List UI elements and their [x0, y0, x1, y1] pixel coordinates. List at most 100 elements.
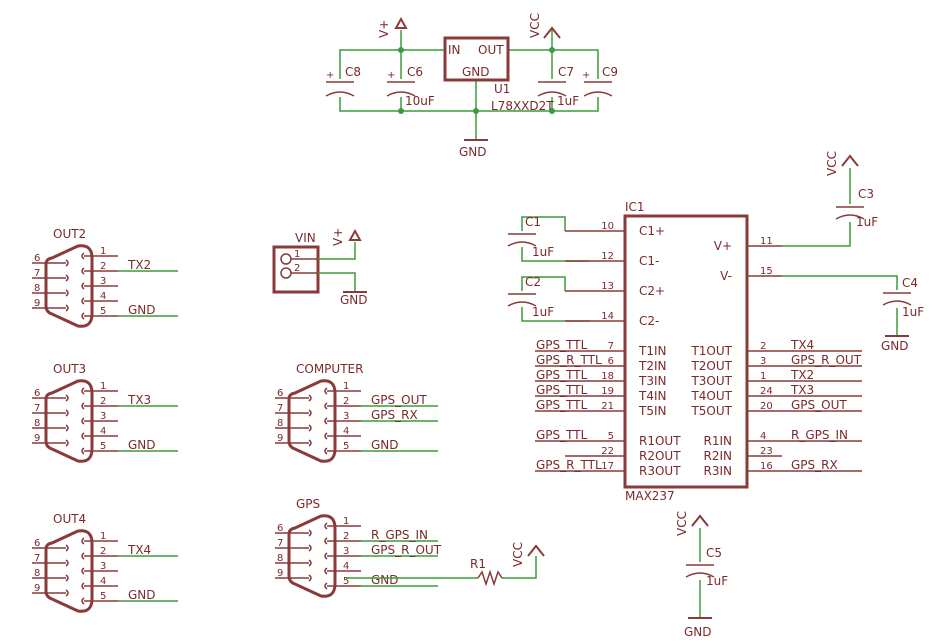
pin-number: 8 — [277, 418, 283, 429]
svg-text:1: 1 — [294, 249, 300, 260]
ic-pin-name: T5IN — [638, 404, 666, 418]
ic-pin-left: T5IN 21 GPS_TTL — [535, 398, 666, 418]
connector-label: OUT2 — [53, 227, 86, 241]
pin-number: 4 — [100, 291, 106, 302]
ic-pin-name: V+ — [714, 239, 732, 253]
ic-pin-name: V- — [720, 269, 732, 283]
svg-text:C6: C6 — [407, 65, 423, 79]
ic-pin-name: T2OUT — [690, 359, 732, 373]
cap-c5: VCC C5 1uF GND — [675, 511, 728, 639]
pin-number: 6 — [34, 388, 40, 399]
cap-c4: C4 1uF GND — [782, 275, 924, 353]
vcc-label: VCC — [528, 13, 542, 38]
net-label: R_GPS_IN — [791, 428, 848, 442]
ic-pin-number: 1 — [760, 371, 766, 382]
ic-pin-number: 16 — [760, 461, 773, 472]
pin-number: 4 — [100, 576, 106, 587]
ic-pin-number: 20 — [760, 401, 773, 412]
net-label: GND — [128, 438, 156, 452]
reg-pin-out: OUT — [478, 43, 504, 57]
net-label: GPS_TTL — [536, 398, 588, 412]
pin-number: 6 — [34, 253, 40, 264]
net-label: GPS_TTL — [536, 368, 588, 382]
pin-number: 9 — [34, 298, 40, 309]
pin-number: 3 — [100, 276, 106, 287]
ic-pin-number: 10 — [601, 221, 614, 232]
net-label: GND — [128, 588, 156, 602]
svg-text:C2: C2 — [525, 275, 541, 289]
pin-number: 1 — [343, 516, 349, 527]
ic-pin-number: 17 — [601, 461, 614, 472]
cap-c8: + C8 — [325, 65, 361, 97]
svg-text:1uF: 1uF — [706, 574, 728, 588]
ic-pin-right: V-15 — [720, 266, 782, 283]
ic-pin-number: 2 — [760, 341, 766, 352]
pin-number: 2 — [343, 531, 349, 542]
svg-text:+: + — [582, 70, 590, 81]
ic-pin-left: C1-12 — [565, 251, 659, 268]
net-label: TX2 — [790, 368, 814, 382]
net-label: GPS_R_OUT — [791, 353, 862, 367]
net-label: GPS_R_OUT — [371, 543, 442, 557]
pin-number: 6 — [34, 538, 40, 549]
svg-text:+: + — [387, 70, 395, 81]
net-label: GPS_OUT — [791, 398, 847, 412]
cap-c3: VCC C3 1uF — [782, 151, 878, 247]
pin-number: 1 — [100, 246, 106, 257]
net-label: GPS_TTL — [536, 338, 588, 352]
ic-pin-number: 19 — [601, 386, 614, 397]
regulator-section: IN OUT GND U1 L78XXD2T V+ VCC GND + C8 +… — [325, 13, 618, 159]
pin-number: 6 — [277, 523, 283, 534]
net-label: TX2 — [127, 258, 151, 272]
ic-pin-number: 18 — [601, 371, 614, 382]
ic-pin-name: T3IN — [638, 374, 666, 388]
pin-number: 1 — [343, 381, 349, 392]
pin-number: 7 — [34, 403, 40, 414]
pin-number: 7 — [277, 403, 283, 414]
pin-number: 5 — [100, 306, 106, 317]
net-label: GPS_OUT — [371, 393, 427, 407]
ic-pin-number: 21 — [601, 401, 614, 412]
pin-number: 8 — [34, 568, 40, 579]
net-label: GPS_TTL — [536, 383, 588, 397]
vin-connector: VIN 1 2 V+ GND — [272, 228, 368, 307]
ic-pin-name: T4IN — [638, 389, 666, 403]
ic-pin-name: T2IN — [638, 359, 666, 373]
reg-gnd-label: GND — [459, 145, 487, 159]
svg-text:C8: C8 — [345, 65, 361, 79]
pin-number: 2 — [100, 546, 106, 557]
svg-text:C3: C3 — [858, 187, 874, 201]
pin-number: 5 — [100, 591, 106, 602]
cap-c2: C2 1uF — [507, 275, 590, 322]
svg-text:C9: C9 — [602, 65, 618, 79]
ic-ref: IC1 — [625, 200, 645, 214]
reg-ref: U1 — [494, 82, 510, 96]
net-label: GPS_R_TTL — [536, 458, 602, 472]
pin-number: 3 — [100, 561, 106, 572]
pin-number: 2 — [100, 396, 106, 407]
net-label: R_GPS_IN — [371, 528, 428, 542]
net-label: TX3 — [790, 383, 814, 397]
net-label: GPS_R_TTL — [536, 353, 602, 367]
ic-pin-number: 13 — [601, 281, 614, 292]
pin-number: 9 — [277, 568, 283, 579]
pin-number: 1 — [100, 531, 106, 542]
net-label: GND — [371, 573, 399, 587]
ic-pin-number: 22 — [601, 446, 614, 457]
net-label: GPS_TTL — [536, 428, 588, 442]
svg-text:2: 2 — [294, 263, 300, 274]
reg-value: L78XXD2T — [491, 99, 554, 113]
pin-number: 8 — [277, 553, 283, 564]
pin-number: 7 — [277, 538, 283, 549]
svg-text:C4: C4 — [902, 276, 918, 290]
